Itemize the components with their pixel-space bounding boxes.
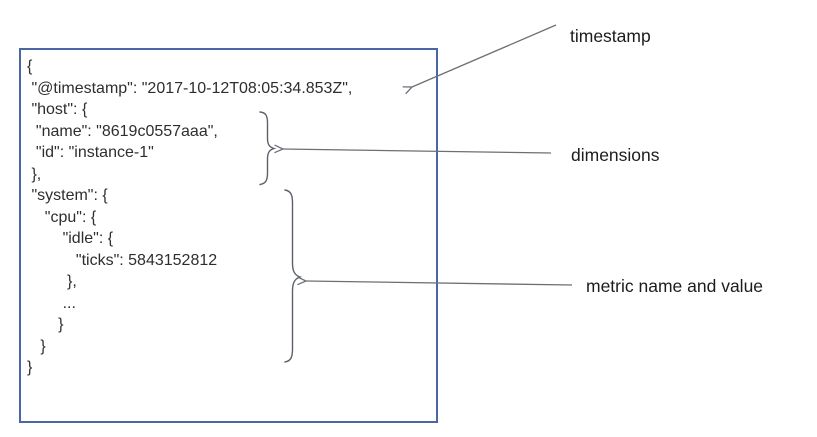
json-document-box [19, 48, 438, 423]
metric-label: metric name and value [586, 276, 764, 296]
dimensions-label: dimensions [571, 145, 660, 165]
timestamp-label: timestamp [570, 26, 651, 46]
json-code-block: { "@timestamp": "2017-10-12T08:05:34.853… [27, 58, 353, 376]
